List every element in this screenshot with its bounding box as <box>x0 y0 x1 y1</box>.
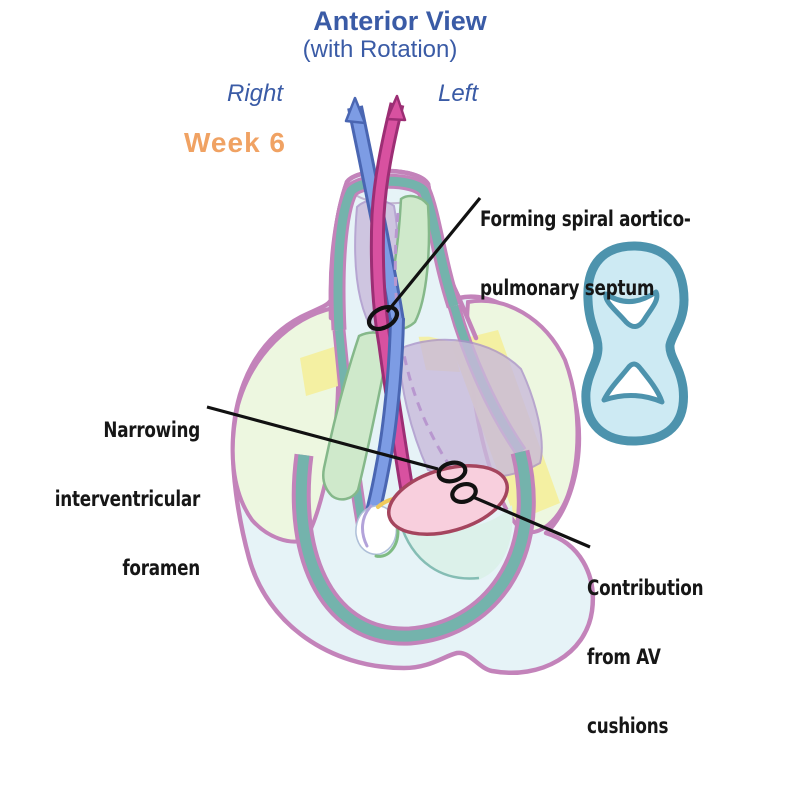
spiral-band-green <box>322 331 392 501</box>
annotation-line: from AV <box>587 645 661 669</box>
leader-lines <box>206 196 591 549</box>
annotation-line: cushions <box>587 714 669 738</box>
annotation-line: Contribution <box>587 576 704 600</box>
inset-aortic-lumen <box>603 289 660 329</box>
marker-av-cushions <box>450 482 478 504</box>
annotation-line: Narrowing <box>103 418 200 442</box>
pulmonary-vessel <box>369 94 418 514</box>
ventricular-septum-purple <box>397 338 543 480</box>
inflow-arc <box>398 521 480 580</box>
annotation-av-cushions: Contribution from AV cushions <box>587 531 704 761</box>
annotation-line: foramen <box>122 556 200 580</box>
marker-ap-septum <box>366 304 400 332</box>
inset-pulmonary-lumen <box>601 361 665 405</box>
orientation-label-right: Right <box>226 80 284 107</box>
dashed-septum-line <box>393 212 454 470</box>
orientation-label-left: Left <box>437 80 479 107</box>
annotation-line: interventricular <box>54 487 201 511</box>
leader-line-iv-foramen <box>206 405 439 471</box>
foramen-lavender-arc <box>361 504 373 548</box>
stage-label: Week 6 <box>184 127 286 158</box>
annotation-line: pulmonary septum <box>480 276 655 300</box>
annotation-line: Forming spiral aortico- <box>480 207 691 231</box>
page-title: Anterior View <box>313 6 487 36</box>
annotation-ap-septum: Forming spiral aortico- pulmonary septum <box>480 162 691 323</box>
ventricular-band <box>291 449 536 646</box>
marker-iv-foramen <box>436 460 468 484</box>
page-subtitle: (with Rotation) <box>302 36 458 63</box>
leader-line-ap-septum <box>385 196 482 314</box>
leader-line-av-cushions <box>472 495 591 549</box>
cross-section-inset <box>581 241 689 446</box>
annotation-iv-foramen: Narrowing interventricular foramen <box>40 373 201 603</box>
